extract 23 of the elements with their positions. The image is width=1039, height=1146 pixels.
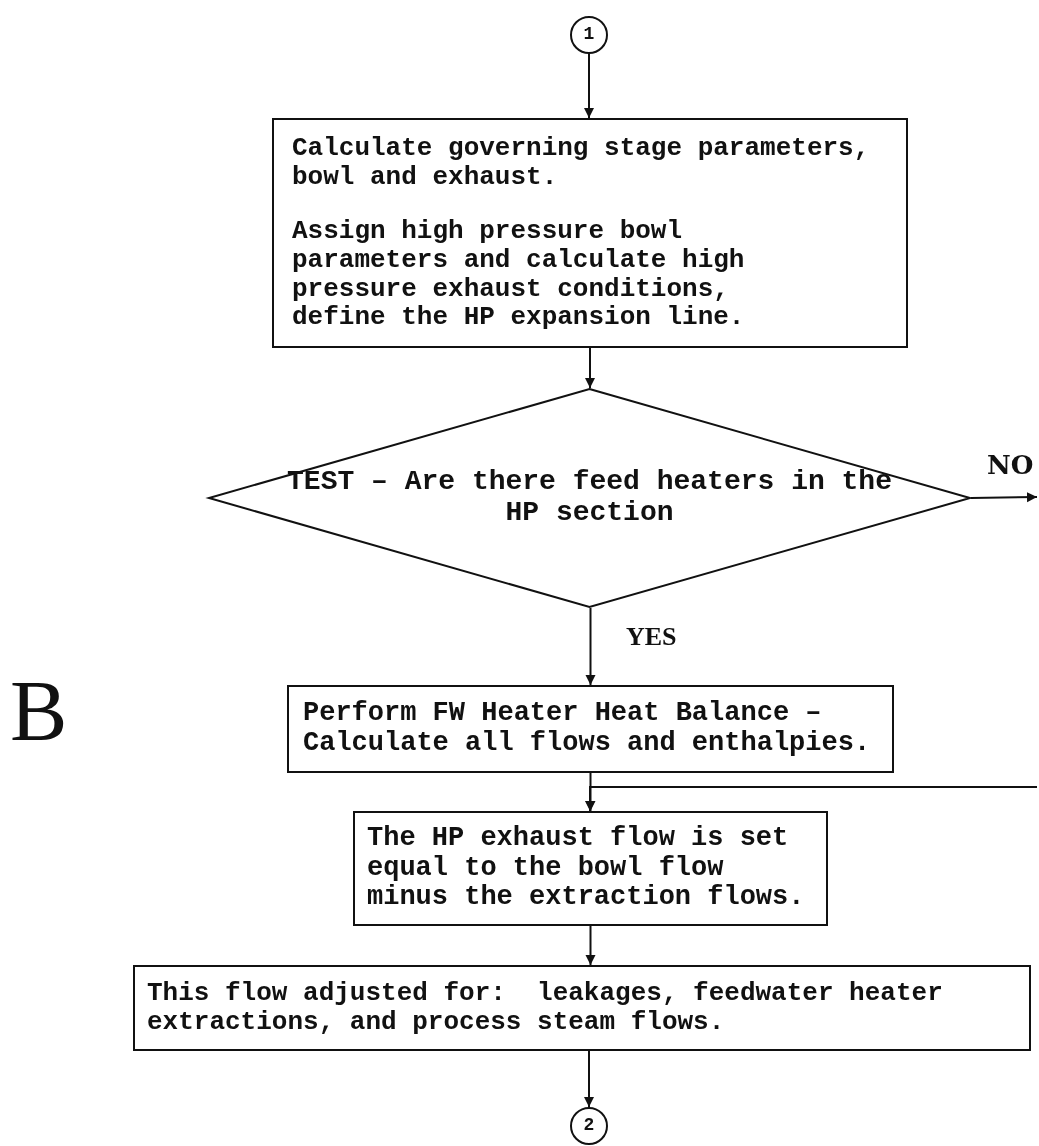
process-box xyxy=(353,811,828,926)
connector-circle xyxy=(570,1107,608,1145)
section-letter: B xyxy=(10,668,68,754)
box-text: Perform FW Heater Heat Balance – Calculate all flows and enthalpies. xyxy=(303,699,872,759)
arrow xyxy=(585,925,596,966)
box-text: TEST – Are there feed heaters in the HP section xyxy=(286,467,893,529)
connector-number: 2 xyxy=(583,1116,595,1136)
process-box xyxy=(272,118,908,348)
arrow xyxy=(585,347,595,389)
box-text: This flow adjusted for: leakages, feedwater heater extractions, and process steam flows. xyxy=(147,979,944,1037)
arrow xyxy=(585,786,1038,812)
arrow xyxy=(584,1050,594,1108)
process-box xyxy=(133,965,1031,1051)
arrow xyxy=(970,492,1038,503)
process-box xyxy=(287,685,894,773)
decision-diamond xyxy=(208,388,971,608)
box-text: Calculate governing stage parameters, bowl and exhaust. xyxy=(292,134,871,192)
connector-number: 1 xyxy=(583,25,595,45)
connector-circle xyxy=(570,16,608,54)
arrow xyxy=(585,607,596,686)
box-text: Assign high pressure bowl parameters and calculate high pressure exhaust conditions, define the HP expansion line. xyxy=(292,217,746,332)
box-text: The HP exhaust flow is set equal to the bowl flow minus the extraction flows. xyxy=(367,823,806,914)
arrow xyxy=(584,53,594,119)
